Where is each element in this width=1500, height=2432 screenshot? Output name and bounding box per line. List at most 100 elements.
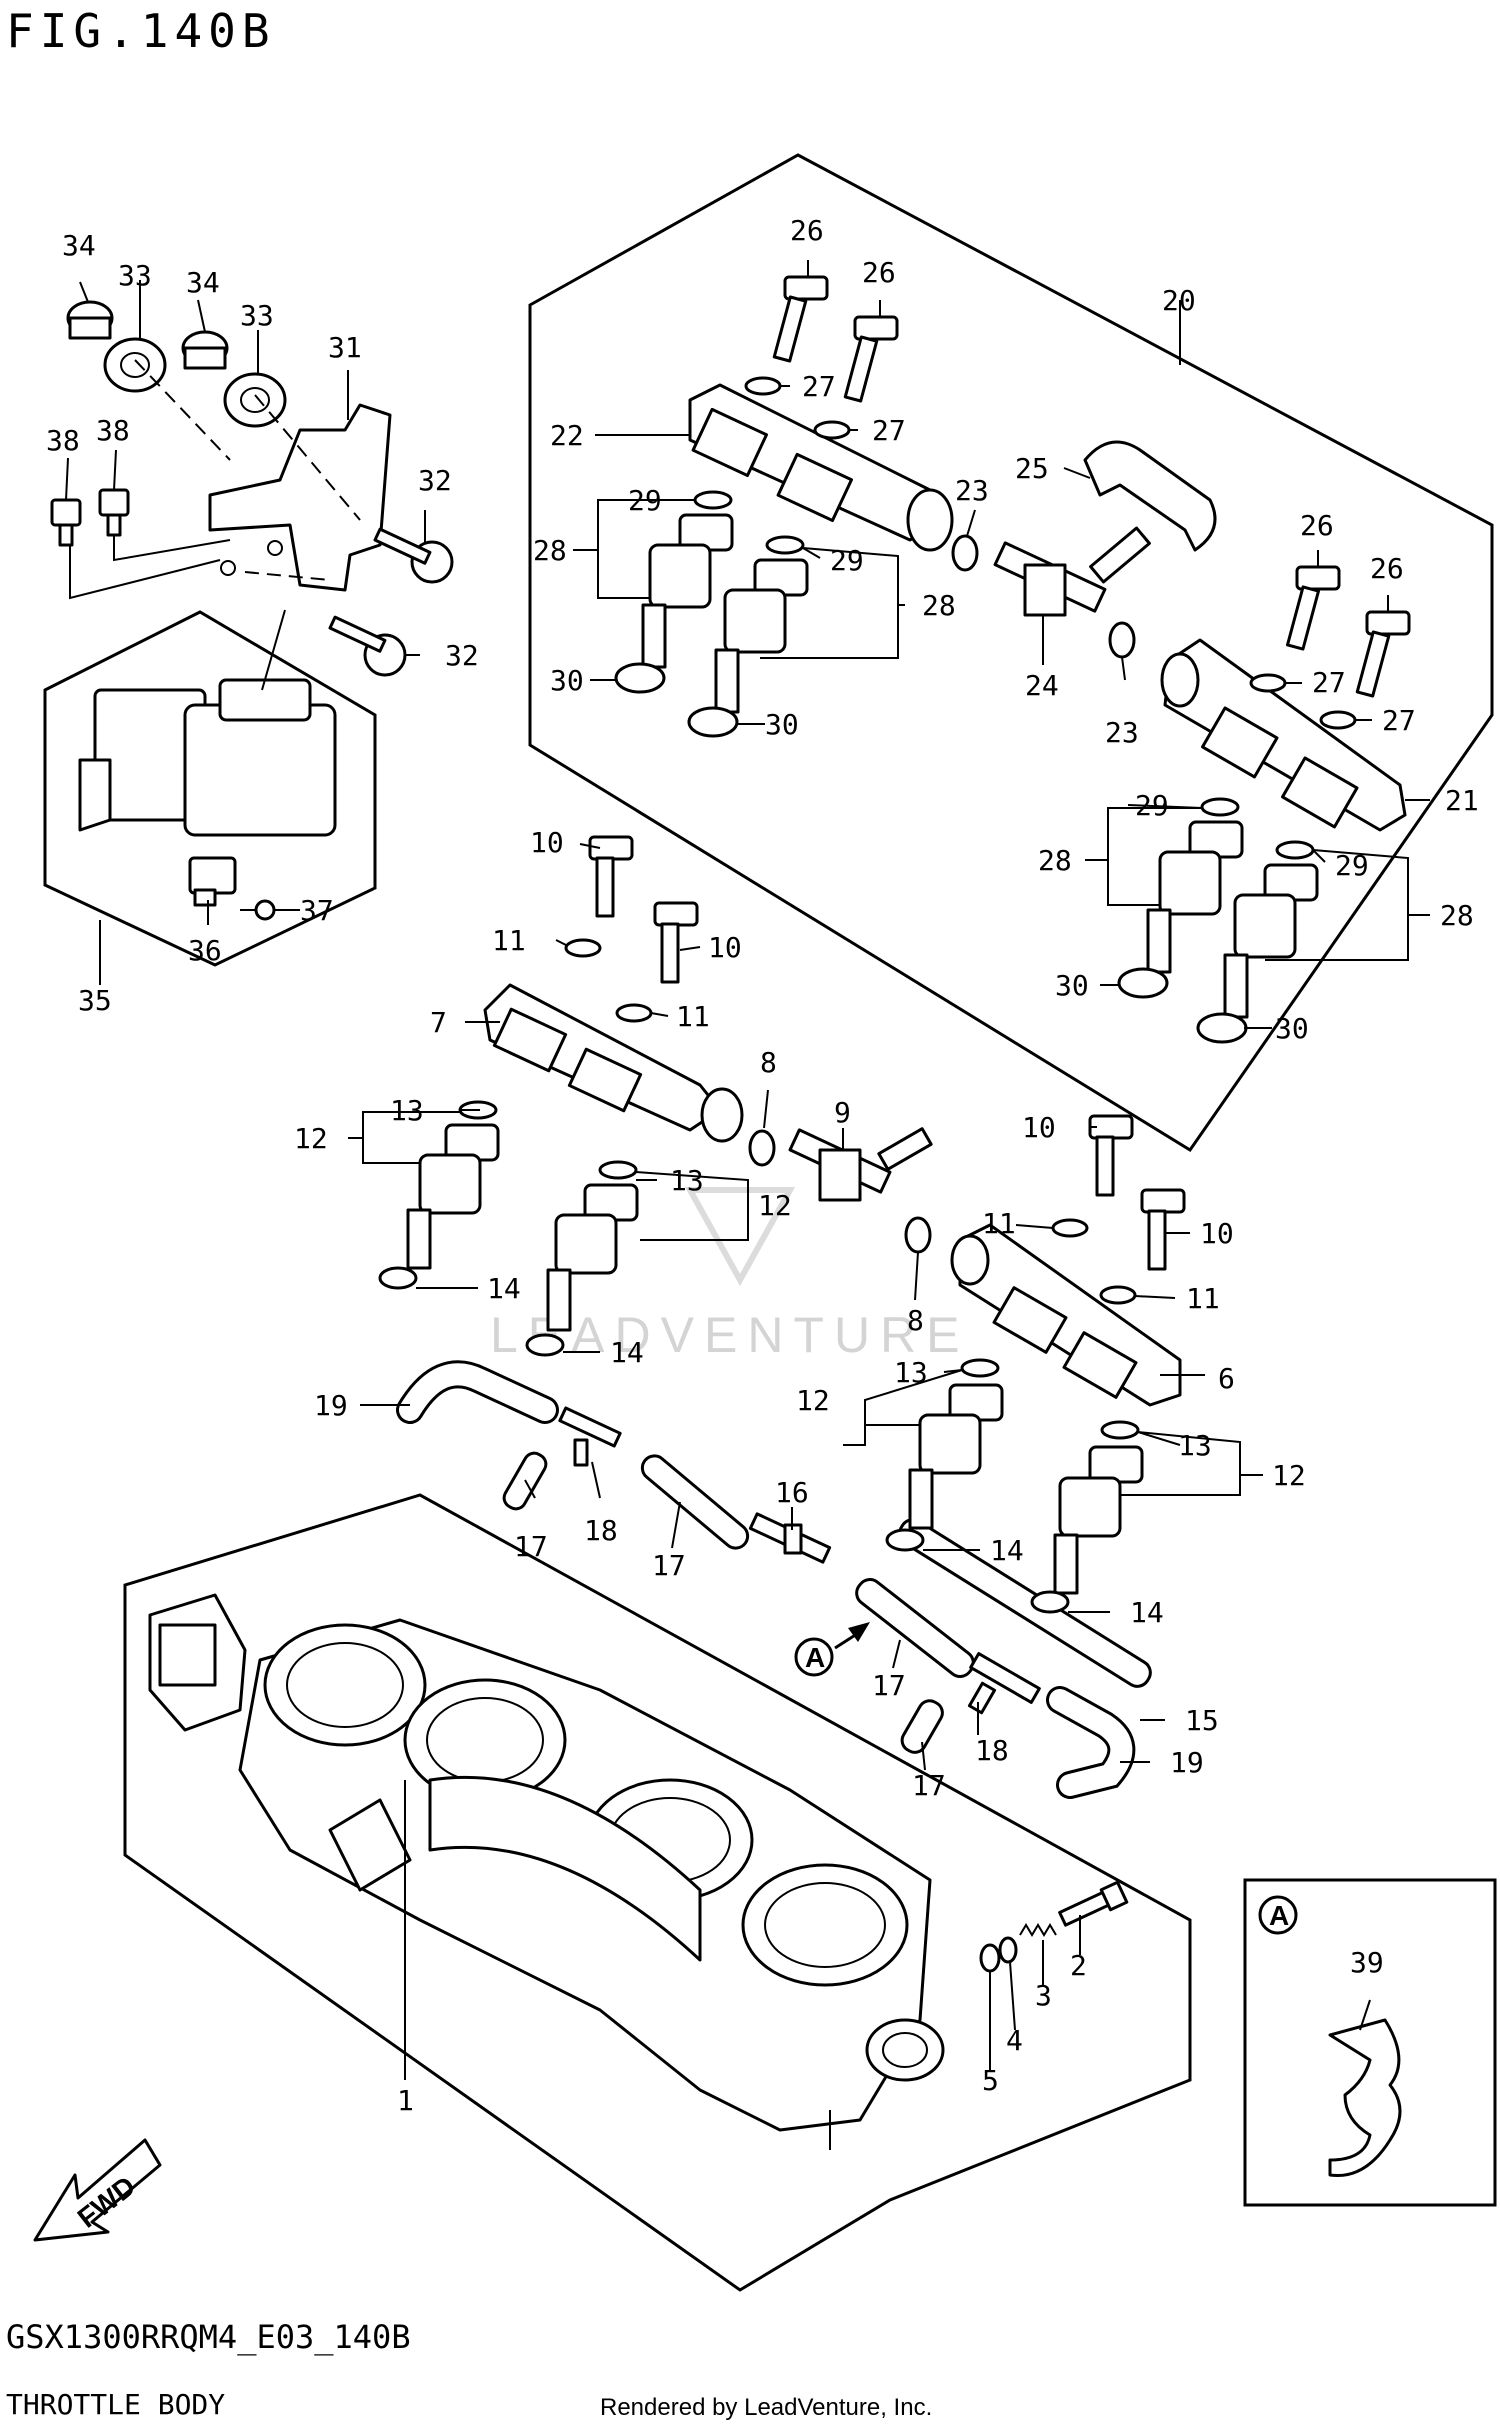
label-26-b: 26 bbox=[862, 256, 896, 289]
bolt-10-c bbox=[1088, 1114, 1134, 1197]
label-24: 24 bbox=[1025, 669, 1059, 702]
label-34-a: 34 bbox=[62, 229, 96, 262]
label-35: 35 bbox=[78, 984, 112, 1017]
joint-9 bbox=[788, 1127, 933, 1202]
tee-18-upper bbox=[558, 1406, 622, 1467]
label-32-b: 32 bbox=[445, 639, 479, 672]
label-29-c: 29 bbox=[1135, 789, 1169, 822]
label-10-c: 10 bbox=[1022, 1111, 1056, 1144]
label-12-d: 12 bbox=[1272, 1459, 1306, 1492]
clamp-39 bbox=[1328, 2018, 1402, 2178]
label-12-b: 12 bbox=[758, 1189, 792, 1222]
label-31: 31 bbox=[328, 331, 362, 364]
label-26-d: 26 bbox=[1370, 552, 1404, 585]
injector-28-d bbox=[1196, 840, 1319, 1044]
label-27-b: 27 bbox=[872, 414, 906, 447]
label-19-a: 19 bbox=[314, 1389, 348, 1422]
sensor-group-frame bbox=[43, 610, 377, 967]
label-26-a: 26 bbox=[790, 214, 824, 247]
label-20: 20 bbox=[1162, 284, 1196, 317]
svg-text:A: A bbox=[805, 1642, 825, 1673]
o-ring-23-b bbox=[1108, 621, 1136, 659]
label-13-c: 13 bbox=[894, 1356, 928, 1389]
throttle-body-frame bbox=[123, 1493, 1192, 2292]
label-37: 37 bbox=[300, 894, 334, 927]
sensor-assembly-35 bbox=[78, 678, 337, 837]
fuel-delivery-pipe-22 bbox=[688, 383, 954, 552]
label-33-b: 33 bbox=[240, 299, 274, 332]
tee-18-lower bbox=[967, 1652, 1041, 1715]
leader-lines bbox=[65, 260, 1430, 2080]
screw-spring bbox=[1019, 1923, 1057, 1937]
label-23-a: 23 bbox=[955, 474, 989, 507]
o-ring-8-upper bbox=[748, 1129, 776, 1167]
label-26-c: 26 bbox=[1300, 509, 1334, 542]
label-18-b: 18 bbox=[975, 1734, 1009, 1767]
assembly-name: THROTTLE BODY bbox=[6, 2388, 226, 2421]
label-10-a: 10 bbox=[530, 826, 564, 859]
grommet-11-d bbox=[1099, 1285, 1137, 1305]
injector-28-c bbox=[1117, 797, 1244, 999]
cushion-33-b bbox=[223, 372, 287, 428]
cover-34-a bbox=[66, 300, 114, 340]
label-14-c: 14 bbox=[990, 1534, 1024, 1567]
injector-28-b bbox=[687, 535, 809, 738]
label-15: 15 bbox=[1185, 1704, 1219, 1737]
label-32-a: 32 bbox=[418, 464, 452, 497]
grommet-27-b bbox=[813, 420, 851, 440]
label-30-c: 30 bbox=[1055, 969, 1089, 1002]
label-10-d: 10 bbox=[1200, 1217, 1234, 1250]
label-8-lower: 8 bbox=[907, 1304, 924, 1337]
bolt-32-b bbox=[328, 615, 407, 677]
bolt-26-d bbox=[1355, 610, 1411, 698]
label-30-a: 30 bbox=[550, 664, 584, 697]
grommet-27-c bbox=[1249, 673, 1287, 693]
washer-5 bbox=[979, 1943, 1001, 1973]
label-5: 5 bbox=[982, 2064, 999, 2097]
inset-frame bbox=[1243, 1878, 1497, 2207]
label-29-d: 29 bbox=[1335, 849, 1369, 882]
label-2: 2 bbox=[1070, 1949, 1087, 1982]
label-4: 4 bbox=[1006, 2024, 1023, 2057]
label-39: 39 bbox=[1350, 1946, 1384, 1979]
label-21: 21 bbox=[1445, 784, 1479, 817]
label-17-d: 17 bbox=[912, 1769, 946, 1802]
sensor-36 bbox=[188, 856, 237, 907]
label-6: 6 bbox=[1218, 1362, 1235, 1395]
label-13-d: 13 bbox=[1178, 1429, 1212, 1462]
label-38-a: 38 bbox=[46, 424, 80, 457]
injector-12-c bbox=[885, 1358, 1004, 1552]
label-12-a: 12 bbox=[294, 1122, 328, 1155]
o-ring-23-a bbox=[951, 534, 979, 572]
label-1: 1 bbox=[397, 2084, 414, 2117]
label-27-c: 27 bbox=[1312, 666, 1346, 699]
label-25: 25 bbox=[1015, 452, 1049, 485]
inset-marker-a: A bbox=[1258, 1895, 1298, 1935]
o-ring-8-lower bbox=[904, 1216, 932, 1254]
bolt-38-a bbox=[50, 498, 82, 547]
clamp-25 bbox=[1083, 440, 1217, 552]
figure-title: FIG.140B bbox=[6, 4, 276, 58]
fuel-delivery-pipe-6 bbox=[950, 1223, 1182, 1407]
label-38-b: 38 bbox=[96, 414, 130, 447]
label-16: 16 bbox=[775, 1476, 809, 1509]
screw-37 bbox=[240, 899, 276, 921]
grommet-27-d bbox=[1319, 710, 1357, 730]
grommet-11-a bbox=[564, 938, 602, 958]
grommet-11-c bbox=[1051, 1218, 1089, 1238]
bracket-31 bbox=[208, 403, 392, 592]
label-11-d: 11 bbox=[1186, 1282, 1220, 1315]
label-28-d: 28 bbox=[1440, 899, 1474, 932]
label-30-b: 30 bbox=[765, 708, 799, 741]
joint-24 bbox=[993, 526, 1151, 617]
injector-12-b bbox=[525, 1160, 639, 1357]
tee-16 bbox=[748, 1512, 832, 1564]
label-17-a: 17 bbox=[514, 1530, 548, 1563]
bolt-10-a bbox=[588, 835, 634, 918]
washer-4 bbox=[998, 1936, 1018, 1964]
bolt-10-d bbox=[1140, 1188, 1186, 1271]
label-29-a: 29 bbox=[628, 484, 662, 517]
injector-12-a bbox=[378, 1100, 500, 1290]
label-34-b: 34 bbox=[186, 266, 220, 299]
